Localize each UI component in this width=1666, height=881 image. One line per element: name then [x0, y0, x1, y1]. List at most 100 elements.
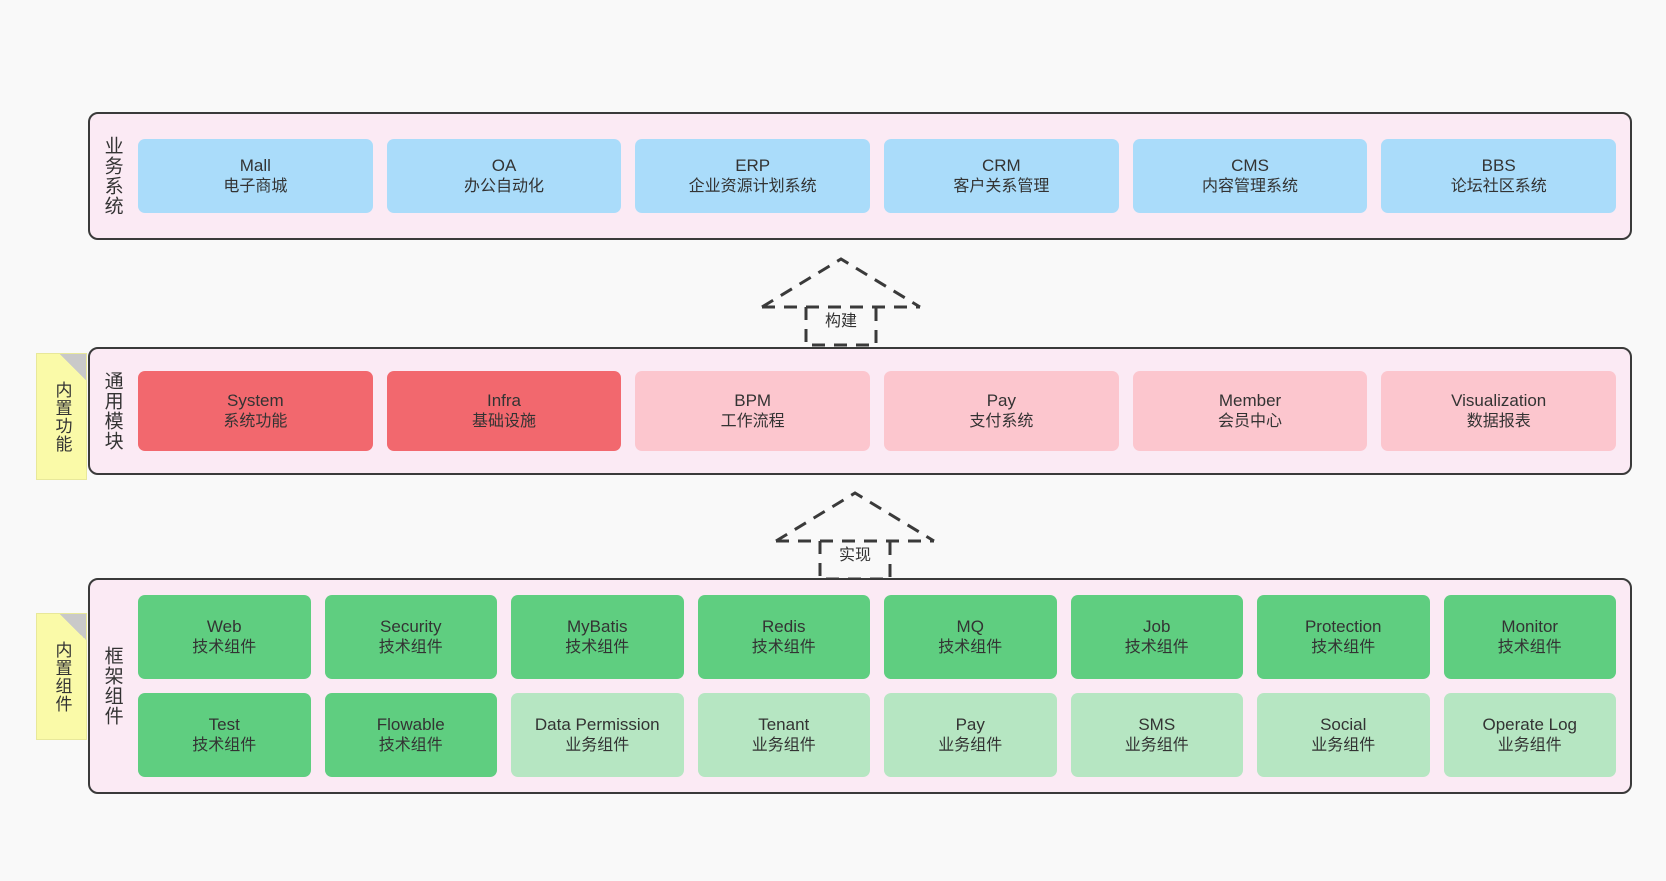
card-title-en: SMS [1138, 714, 1176, 734]
layer-body-framework: Web 技术组件 Security 技术组件 MyBatis 技术组件 Redi… [134, 580, 1630, 792]
card-title-cn: 系统功能 [223, 412, 288, 430]
card-title-en: BPM [734, 390, 772, 410]
card-title-cn: 会员中心 [1218, 412, 1283, 430]
note-builtin-features: 内置功能 [36, 353, 87, 480]
card-title-en: MQ [956, 616, 984, 636]
card-protection[interactable]: Protection 技术组件 [1257, 595, 1430, 679]
row-framework-2: Test 技术组件 Flowable 技术组件 Data Permission … [138, 693, 1616, 777]
card-title-cn: 业务组件 [565, 736, 630, 754]
layer-title-modules: 通用模块 [101, 371, 123, 451]
card-oa[interactable]: OA 办公自动化 [386, 139, 622, 213]
card-title-cn: 技术组件 [378, 638, 443, 656]
card-title-cn: 技术组件 [938, 638, 1003, 656]
card-title-en: System [226, 390, 284, 410]
card-visualization[interactable]: Visualization 数据报表 [1381, 371, 1617, 451]
card-title-cn: 企业资源计划系统 [688, 177, 817, 195]
arrow-label-build: 构建 [824, 313, 858, 330]
card-title-en: Flowable [376, 714, 445, 734]
layer-framework-components: 框架组件 Web 技术组件 Security 技术组件 MyBatis 技术组件… [88, 578, 1632, 794]
card-title-cn: 数据报表 [1466, 412, 1531, 430]
card-title-en: MyBatis [567, 616, 628, 636]
card-title-en: CRM [981, 155, 1021, 175]
card-title-en: Pay [955, 714, 985, 734]
card-pay-module[interactable]: Pay 支付系统 [884, 371, 1119, 451]
card-title-en: Member [1218, 390, 1282, 410]
layer-title-business: 业务系统 [101, 136, 123, 216]
card-title-en: Security [380, 616, 442, 636]
card-title-en: Test [208, 714, 240, 734]
card-security[interactable]: Security 技术组件 [324, 595, 497, 679]
layer-title-framework: 框架组件 [101, 646, 123, 726]
card-title-en: Redis [762, 616, 806, 636]
card-title-cn: 技术组件 [378, 736, 443, 754]
card-title-cn: 办公自动化 [464, 177, 545, 195]
card-flowable[interactable]: Flowable 技术组件 [324, 693, 497, 777]
card-social[interactable]: Social 业务组件 [1257, 693, 1430, 777]
card-title-cn: 业务组件 [1311, 736, 1376, 754]
card-infra[interactable]: Infra 基础设施 [386, 371, 622, 451]
card-title-en: Web [206, 616, 242, 636]
arrow-implements: 实现 [770, 487, 940, 583]
note-text: 内置功能 [52, 380, 72, 453]
card-title-cn: 工作流程 [720, 412, 785, 430]
card-title-cn: 支付系统 [969, 412, 1034, 430]
card-system[interactable]: System 系统功能 [138, 371, 373, 451]
card-title-en: Social [1320, 714, 1367, 734]
card-pay-component[interactable]: Pay 业务组件 [884, 693, 1057, 777]
row-business-1: Mall 电子商城 OA 办公自动化 ERP 企业资源计划系统 CRM 客户关系… [138, 139, 1617, 213]
card-title-en: Pay [986, 390, 1016, 410]
card-member[interactable]: Member 会员中心 [1132, 371, 1368, 451]
card-title-en: CMS [1231, 155, 1269, 175]
card-tenant[interactable]: Tenant 业务组件 [697, 693, 870, 777]
card-title-cn: 技术组件 [565, 638, 630, 656]
card-title-en: Data Permission [534, 714, 660, 734]
card-mybatis[interactable]: MyBatis 技术组件 [511, 595, 684, 679]
card-title-cn: 业务组件 [751, 736, 816, 754]
card-title-cn: 内容管理系统 [1202, 177, 1299, 195]
layer-common-modules: 通用模块 System 系统功能 Infra 基础设施 BPM 工作流程 Pay… [88, 347, 1632, 475]
card-operate-log[interactable]: Operate Log 业务组件 [1443, 693, 1616, 777]
card-title-cn: 业务组件 [1124, 736, 1189, 754]
arrow-build: 构建 [756, 253, 926, 349]
card-data-permission[interactable]: Data Permission 业务组件 [511, 693, 684, 777]
card-title-cn: 技术组件 [192, 736, 257, 754]
card-monitor[interactable]: Monitor 技术组件 [1443, 595, 1616, 679]
card-title-cn: 技术组件 [1497, 638, 1562, 656]
card-crm[interactable]: CRM 客户关系管理 [884, 139, 1119, 213]
card-title-en: Infra [486, 390, 522, 410]
card-cms[interactable]: CMS 内容管理系统 [1132, 139, 1368, 213]
card-mall[interactable]: Mall 电子商城 [138, 139, 373, 213]
card-title-en: Mall [239, 155, 271, 175]
card-title-en: Tenant [758, 714, 810, 734]
card-title-cn: 论坛社区系统 [1450, 177, 1547, 195]
card-title-cn: 技术组件 [1311, 638, 1376, 656]
card-erp[interactable]: ERP 企业资源计划系统 [635, 139, 871, 213]
card-web[interactable]: Web 技术组件 [138, 595, 311, 679]
card-title-en: OA [491, 155, 517, 175]
card-bbs[interactable]: BBS 论坛社区系统 [1381, 139, 1617, 213]
card-title-cn: 技术组件 [751, 638, 816, 656]
card-title-en: Visualization [1451, 390, 1547, 410]
row-framework-1: Web 技术组件 Security 技术组件 MyBatis 技术组件 Redi… [138, 595, 1616, 679]
card-test[interactable]: Test 技术组件 [138, 693, 311, 777]
note-builtin-components: 内置组件 [36, 613, 87, 740]
arrow-label-impl: 实现 [838, 547, 872, 564]
card-title-cn: 业务组件 [938, 736, 1003, 754]
card-title-en: BBS [1481, 155, 1516, 175]
layer-business-systems: 业务系统 Mall 电子商城 OA 办公自动化 ERP 企业资源计划系统 CRM… [88, 112, 1632, 240]
card-title-cn: 业务组件 [1497, 736, 1562, 754]
card-title-cn: 技术组件 [192, 638, 257, 656]
row-modules-1: System 系统功能 Infra 基础设施 BPM 工作流程 Pay 支付系统… [138, 371, 1617, 451]
layer-body-modules: System 系统功能 Infra 基础设施 BPM 工作流程 Pay 支付系统… [134, 349, 1630, 473]
card-redis[interactable]: Redis 技术组件 [697, 595, 870, 679]
card-title-en: Operate Log [1482, 714, 1577, 734]
card-bpm[interactable]: BPM 工作流程 [635, 371, 871, 451]
card-title-en: Job [1143, 616, 1171, 636]
note-text: 内置组件 [52, 640, 72, 713]
card-title-cn: 电子商城 [223, 177, 288, 195]
card-mq[interactable]: MQ 技术组件 [884, 595, 1057, 679]
card-sms[interactable]: SMS 业务组件 [1070, 693, 1243, 777]
card-title-en: Monitor [1501, 616, 1559, 636]
card-job[interactable]: Job 技术组件 [1070, 595, 1243, 679]
